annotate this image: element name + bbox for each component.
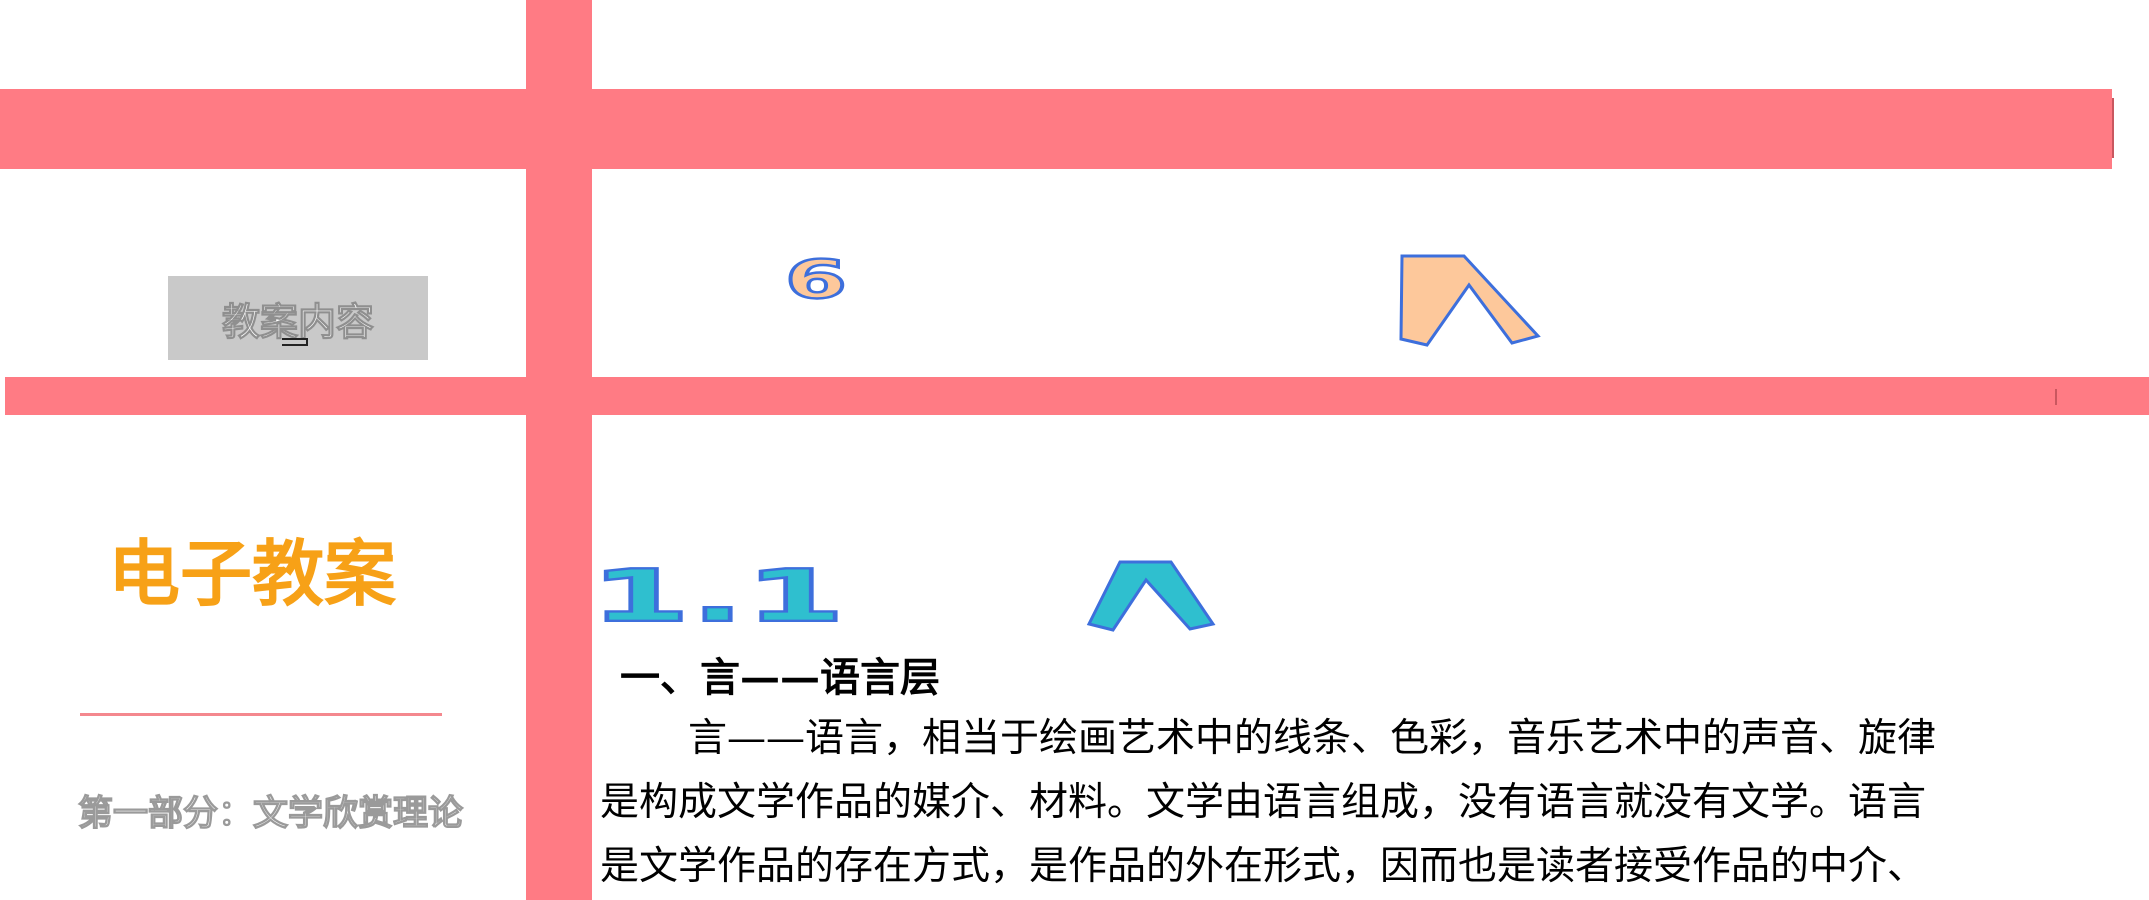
body-paragraph: 言——语言，相当于绘画艺术中的线条、色彩，音乐艺术中的声音、旋律 是构成文学作品… — [600, 707, 2070, 899]
band-end-mark — [2112, 98, 2114, 158]
lesson-content-label: 教案内容 — [221, 299, 374, 344]
paragraph-line: 是构成文学作品的媒介、材料。文学由语言组成，没有语言就没有文学。语言 — [600, 780, 1927, 825]
section-caret-wordart — [1086, 560, 1216, 632]
title-divider — [80, 713, 442, 716]
band-end-mark — [2055, 389, 2057, 405]
middle-decorative-band — [5, 377, 2149, 415]
chapter-number-wordart: 6 — [785, 250, 847, 311]
lesson-content-label-box: 教案内容 — [168, 276, 428, 360]
paragraph-line: 言——语言，相当于绘画艺术中的线条、色彩，音乐艺术中的声音、旋律 — [688, 716, 1937, 761]
top-decorative-band — [0, 89, 2112, 169]
section-number-wordart: 1.1 — [590, 554, 845, 638]
bracket-mark — [282, 338, 308, 346]
vertical-decorative-bar — [526, 0, 592, 900]
section-heading: 一、言——语言层 — [620, 654, 940, 701]
part-one-label: 第一部分：文学欣赏理论 — [77, 793, 464, 834]
chapter-caret-wordart — [1399, 254, 1541, 347]
electronic-lesson-plan-title: 电子教案 — [108, 532, 397, 616]
paragraph-line: 是文学作品的存在方式，是作品的外在形式，因而也是读者接受作品的中介、 — [600, 844, 1927, 889]
